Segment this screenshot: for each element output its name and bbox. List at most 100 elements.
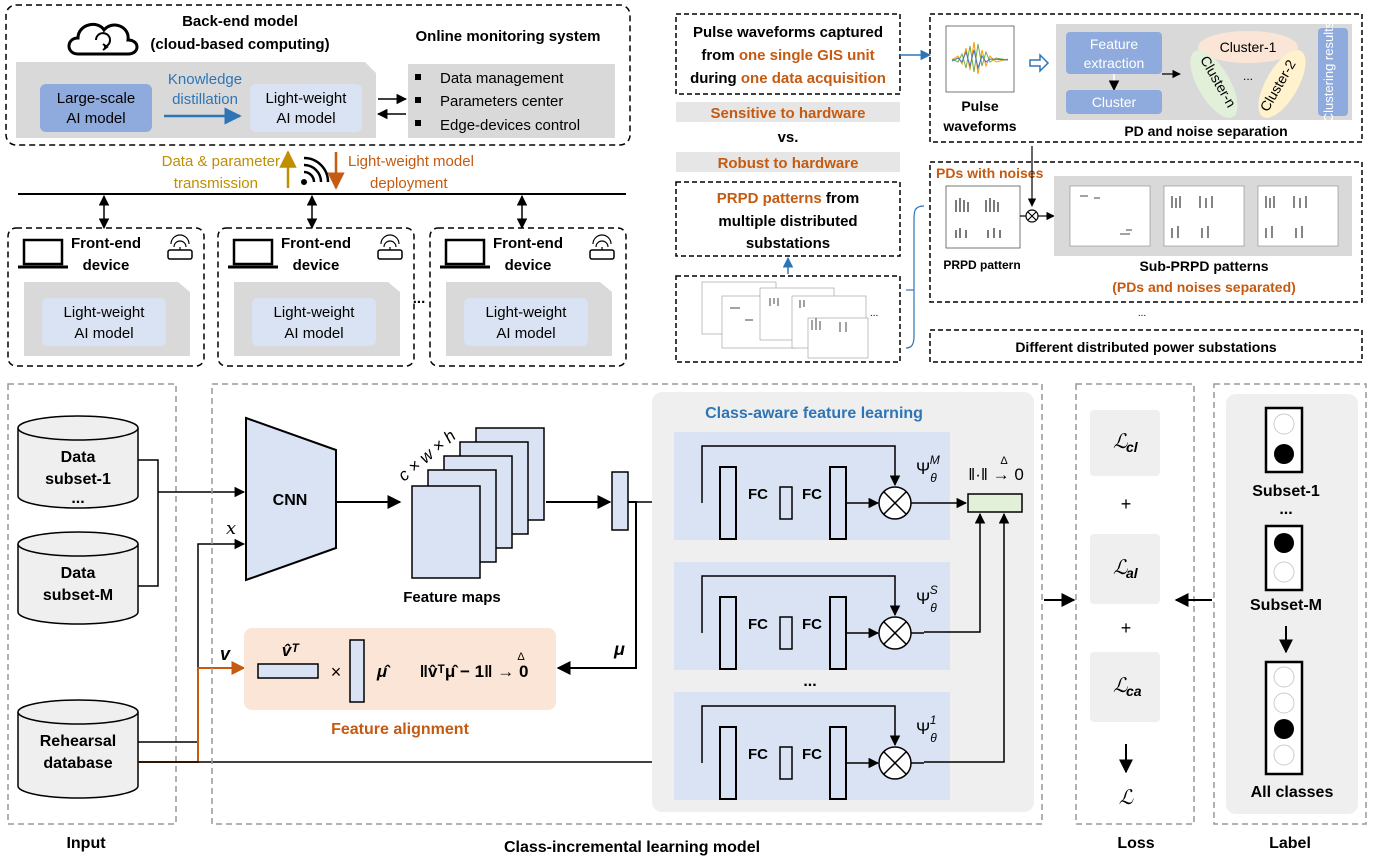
diff-substations-box [929,329,1363,363]
front-end-line2: device [505,257,552,274]
clustering-results-box [1318,28,1348,116]
svg-text:...: ... [1138,308,1146,319]
backend-title: Back-end model [182,13,298,30]
cloud-icon [67,22,139,56]
svg-text:subset-1: subset-1 [45,471,111,488]
feature-maps-stack [411,427,545,579]
svg-text:Cluster: Cluster [1092,94,1137,110]
pd-noise-sep-label: PD and noise separation [1124,123,1287,139]
device-lw-line2: AI model [284,325,343,342]
svg-text:Clustering results: Clustering results [1321,21,1336,122]
device-lw-line2: AI model [496,325,555,342]
prpd-caption-box [675,181,901,257]
loss-al-box [1090,534,1160,604]
sensitive-text: Sensitive to hardware [710,105,865,122]
lw-deploy-line1: Light-weight model [348,153,474,170]
front-end-line1: Front-end [71,235,141,252]
prpd-caption-line2: multiple distributed [718,213,857,230]
robust-text: Robust to hardware [718,155,859,172]
cnn-label: CNN [273,492,308,509]
cluster-box [1066,90,1162,114]
loss-section: ℒ cl + ℒ al + ℒ ca ℒ Loss [1075,383,1195,852]
svg-text:Δ: Δ [517,651,525,663]
front-end-line2: device [293,257,340,274]
lw-deploy-line2: deployment [370,175,448,192]
svg-text:+: + [1121,494,1132,514]
align-norm-label: ‖v̂ᵀμ̂ − 1‖ → 0 [420,662,529,681]
pulse-caption-line2: from one single GIS unit [701,47,874,64]
fc1-label: FC [748,486,768,503]
input-section: Datasubset-1Datasubset-MRehearsaldatabas… [7,383,692,852]
prpd-caption-line3: substations [746,235,830,252]
monitor-item-3: Edge-devices control [440,117,580,134]
svg-text:Data: Data [61,449,96,466]
pd-section: Pulse waveforms captured from one single… [675,13,1363,363]
monitor-title: Online monitoring system [415,28,600,45]
monitor-item-2: Parameters center [440,93,563,110]
class-aware-label: Class-aware feature learning [705,405,923,422]
mu-label: μ [613,639,625,659]
times-sign: × [331,662,342,682]
subset-1-label: Subset-1 [1252,483,1320,500]
pulse-caption-line1: Pulse waveforms captured [693,24,883,41]
svg-text:...: ... [1279,501,1292,518]
laptop-icon [228,238,278,269]
svg-text:...: ... [1243,69,1253,83]
device-lw-line2: AI model [74,325,133,342]
mu-vector [611,471,629,531]
transmission: Data & parameter transmission Light-weig… [18,150,626,230]
kd-line1: Knowledge [168,71,242,88]
cloud-section: Back-end model (cloud-based computing) O… [5,4,631,146]
cluster-n-ellipse [1190,50,1238,118]
prpd-pattern-plot [945,185,1021,249]
loss-cl-sub: cl [1126,439,1139,455]
laptop-icon [440,238,490,269]
cluster-2-ellipse [1258,50,1306,118]
device-lw-model-box [42,298,166,346]
label-section-label: Label [1269,835,1311,852]
pulse-waveforms-line2: waveforms [942,118,1016,134]
devices-ellipsis: ... [413,290,426,307]
svg-text:extraction: extraction [1084,55,1145,71]
pd-noise-box [929,13,1363,143]
front-end-line2: device [83,257,130,274]
pulse-caption-line3: during one data acquisition [690,70,886,87]
front-end-line1: Front-end [493,235,563,252]
prpd-thumbnails: ... [701,281,878,359]
prpd-caption-line1: PRPD patterns from [717,190,860,207]
laptop-icon [18,238,68,269]
fc2-label: FC [802,616,822,633]
device-lw-model-box [252,298,376,346]
x-label: x [226,518,236,539]
data-param-line2: transmission [174,175,258,192]
norm-zero-label: ‖·‖ → 0 [968,465,1024,484]
kd-line2: distillation [172,91,238,108]
prpd-thumbnails-box [675,275,901,363]
wireless-icon [301,156,330,185]
feature-alignment-label: Feature alignment [331,721,469,738]
pds-noises-separated-label: (PDs and noises separated) [1112,279,1296,295]
prpd-pattern-label: PRPD pattern [943,258,1020,272]
pulse-caption-box [675,13,901,95]
lw-model-line2: AI model [276,110,335,127]
device-lw-line1: Light-weight [486,304,568,321]
pds-noises-box [929,161,1363,303]
loss-label: Loss [1117,835,1154,852]
mu-hat-vector [349,639,365,703]
device-lw-line1: Light-weight [274,304,356,321]
input-label: Input [66,835,106,852]
svg-text:Data: Data [61,565,96,582]
data-subset-1-cylinder: Data subset-1 [17,415,139,509]
total-loss: ℒ [1119,787,1134,809]
pulse-waveform-plot [945,25,1015,93]
branches-dots: ... [803,673,816,690]
substation-bracket [905,205,925,349]
all-classes-label: All classes [1251,784,1334,801]
combined-vector [967,493,1023,513]
fc1-label: FC [748,616,768,633]
subset-m-label: Subset-M [1250,597,1322,614]
